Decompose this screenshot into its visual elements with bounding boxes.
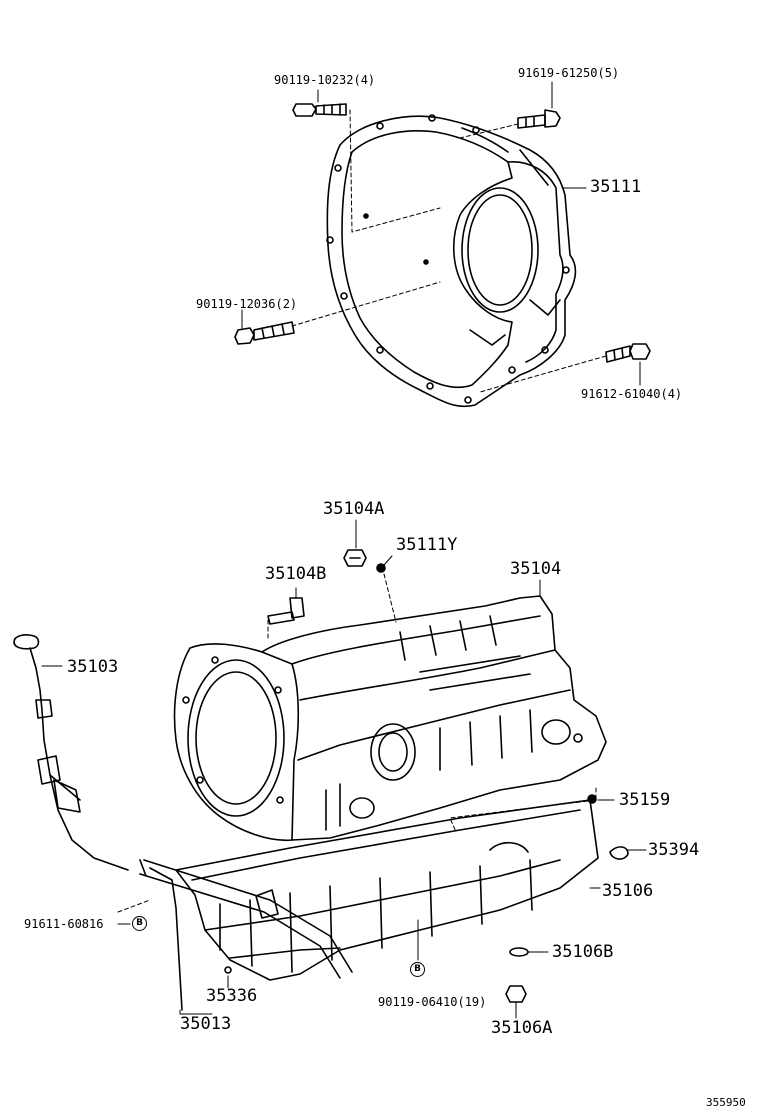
lower-dashed-lines — [117, 573, 597, 913]
oring-35336 — [224, 966, 232, 974]
label-tube-35013: 35013 — [180, 1014, 232, 1034]
label-drain-plug-35106a: 35106A — [491, 1018, 553, 1038]
label-bolt-91612-61040: 91612-61040(4) — [581, 387, 683, 401]
bolt-91612-61040 — [605, 343, 651, 363]
label-dipstick-35103: 35103 — [67, 657, 119, 677]
label-pan-bolt-90119-06410: 90119-06410(19) — [378, 995, 487, 1009]
label-clamp-35394: 35394 — [648, 840, 700, 860]
dipstick-35103 — [13, 634, 129, 871]
label-bolt-91619-61250: 91619-61250(5) — [518, 66, 620, 80]
label-plug-35104b: 35104B — [265, 564, 327, 584]
label-plug-35159: 35159 — [619, 790, 671, 810]
label-ring-35111y: 35111Y — [396, 535, 458, 555]
upper-callouts — [241, 81, 641, 386]
figure-number: 355950 — [706, 1096, 746, 1109]
label-bolt-90119-10232: 90119-10232(4) — [274, 73, 376, 87]
plug-35104b — [267, 597, 305, 625]
badge-b-left: B — [132, 916, 147, 931]
label-gasket-35106b: 35106B — [552, 942, 614, 962]
gasket-35106b — [509, 947, 529, 957]
label-oring-35336: 35336 — [206, 986, 258, 1006]
plug-35159 — [587, 794, 597, 804]
label-bell-housing: 35111 — [590, 177, 642, 197]
bell-housing-35111 — [326, 114, 577, 408]
plug-35104a — [343, 549, 367, 567]
label-oil-pan-35106: 35106 — [602, 881, 654, 901]
clamp-35394 — [609, 846, 629, 860]
label-plug-35104a: 35104A — [323, 499, 385, 519]
oil-pan-35106 — [175, 799, 599, 981]
bolt-90119-10232 — [292, 103, 347, 117]
bolt-91619-61250 — [517, 109, 561, 129]
label-bolt-91611-60816: 91611-60816 — [24, 917, 104, 931]
lower-leaders — [41, 519, 647, 1019]
bolt-90119-12036 — [234, 321, 295, 345]
filler-tube-35013 — [139, 859, 353, 1011]
drain-plug-35106a — [505, 985, 527, 1003]
ring-35111y — [376, 563, 386, 573]
label-case-35104: 35104 — [510, 559, 562, 579]
label-bolt-90119-12036: 90119-12036(2) — [196, 297, 298, 311]
badge-b-pan: B — [410, 962, 425, 977]
upper-leader-lines — [291, 109, 607, 393]
transmission-case-35104 — [173, 595, 607, 842]
